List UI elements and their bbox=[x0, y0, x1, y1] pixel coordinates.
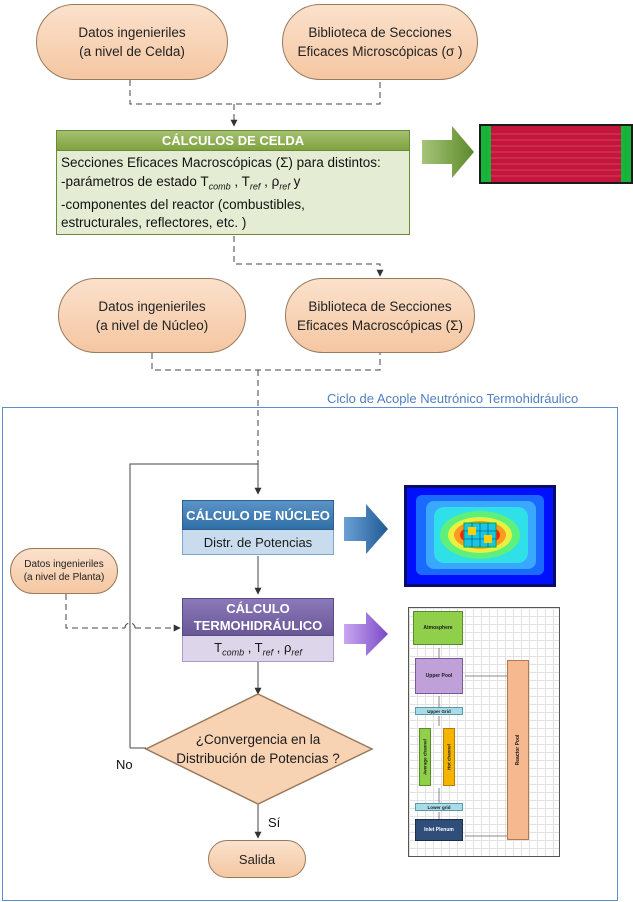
pill-line: Datos ingenieriles bbox=[24, 559, 104, 570]
connector-top-merge bbox=[129, 80, 381, 127]
connector-loop bbox=[129, 463, 262, 839]
reactor-pool-label: Reactor Pool bbox=[515, 734, 521, 766]
pill-line: Eficaces Microscópicas (σ ) bbox=[297, 44, 463, 59]
connector-cell-to-library bbox=[233, 236, 384, 277]
exit-pill: Salida bbox=[208, 840, 306, 878]
macroscopic-library-pill: Biblioteca de Secciones Eficaces Macrosc… bbox=[285, 278, 475, 353]
microscopic-library-pill: Biblioteca de Secciones Eficaces Microsc… bbox=[282, 4, 478, 80]
pill-line: Biblioteca de Secciones bbox=[308, 25, 452, 40]
cell-calc-title: CÁLCULOS DE CELDA bbox=[56, 130, 410, 151]
th-title-line: TERMOHIDRÁULICO bbox=[193, 618, 323, 633]
th-title-line: CÁLCULO bbox=[226, 601, 290, 616]
atmosphere-node: Atmosphere bbox=[413, 611, 463, 645]
reactor-pool-node: Reactor Pool bbox=[507, 660, 529, 840]
cell-calc-body: Secciones Eficaces Macroscópicas (Σ) par… bbox=[56, 151, 410, 235]
cell-calc-line: estructurales, reflectores, etc. ) bbox=[61, 215, 247, 231]
no-label: No bbox=[116, 757, 133, 772]
pill-line: Datos ingenieriles bbox=[98, 298, 206, 314]
connector-mid-merge bbox=[151, 353, 381, 470]
cell-calc-line: -parámetros de estado Tcomb , Tref , ρre… bbox=[61, 173, 301, 192]
core-calc-title: CÁLCULO DE NÚCLEO bbox=[182, 500, 334, 530]
upper-grid-node: Upper Grid bbox=[415, 707, 463, 715]
inlet-plenum-node: Inlet Plenum bbox=[415, 819, 463, 841]
pill-line: Datos ingenieriles bbox=[78, 25, 186, 40]
cell-calc-line: Secciones Eficaces Macroscópicas (Σ) par… bbox=[61, 155, 381, 170]
decision-text: ¿Convergencia en la Distribución de Pote… bbox=[160, 730, 356, 768]
exit-label: Salida bbox=[238, 851, 276, 867]
average-channel-label: Average channel bbox=[422, 739, 428, 775]
pill-line: Eficaces Macroscópicas (Σ) bbox=[297, 317, 463, 333]
th-calc-title: CÁLCULO TERMOHIDRÁULICO bbox=[182, 598, 334, 636]
lower-grid-node: Lower grid bbox=[415, 803, 463, 811]
core-calc-body: Distr. de Potencias bbox=[182, 530, 334, 555]
decision-diamond bbox=[144, 693, 374, 805]
th-calc-body: Tcomb , Tref , ρref bbox=[182, 636, 334, 662]
decision-line: Distribución de Potencias ? bbox=[176, 751, 340, 766]
purple-arrow-icon bbox=[344, 612, 388, 656]
pill-line: Biblioteca de Secciones bbox=[308, 298, 452, 314]
hot-channel-node: Hot channel bbox=[443, 728, 455, 786]
core-data-pill: Datos ingenieriles (a nivel de Núcleo) bbox=[58, 278, 246, 353]
coupling-cycle-frame bbox=[2, 407, 618, 901]
pill-line: (a nivel de Celda) bbox=[79, 44, 185, 59]
pill-line: (a nivel de Núcleo) bbox=[95, 317, 209, 333]
green-arrow-icon bbox=[422, 126, 474, 178]
cell-data-pill: Datos ingenieriles (a nivel de Celda) bbox=[36, 4, 228, 80]
decision-line: ¿Convergencia en la bbox=[195, 732, 321, 747]
hot-channel-label: Hot channel bbox=[446, 744, 452, 770]
power-distribution-image bbox=[404, 485, 556, 587]
cycle-title: Ciclo de Acople Neutrónico Termohidráuli… bbox=[327, 391, 579, 406]
cell-lattice-image bbox=[479, 124, 633, 184]
yes-label: Sí bbox=[268, 815, 281, 830]
blue-arrow-icon bbox=[344, 504, 388, 554]
pill-line: (a nivel de Planta) bbox=[23, 572, 105, 583]
upper-pool-node: Upper Pool bbox=[415, 658, 463, 694]
th-nodalization-diagram: Atmosphere Upper Pool Upper Grid Average… bbox=[408, 607, 560, 857]
plant-data-pill: Datos ingenieriles (a nivel de Planta) bbox=[10, 548, 118, 594]
connector-plant bbox=[65, 594, 181, 632]
cell-calc-line: -componentes del reactor (combustibles, bbox=[61, 196, 305, 212]
average-channel-node: Average channel bbox=[419, 728, 431, 786]
